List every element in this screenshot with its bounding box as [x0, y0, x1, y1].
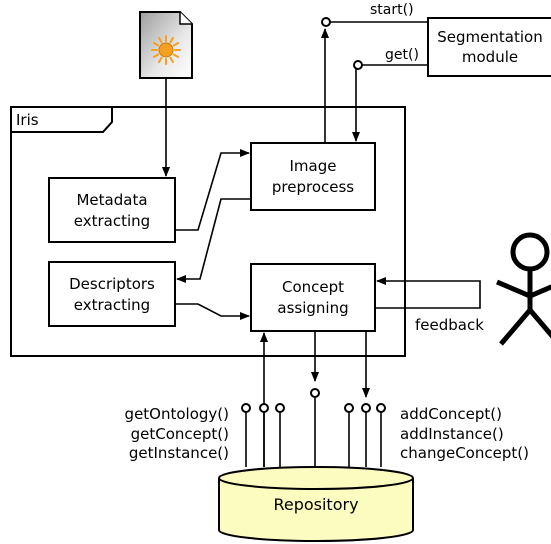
feedback-label: feedback — [415, 316, 484, 334]
sun-ray — [158, 36, 163, 44]
changeconcept-label: changeConcept() — [400, 444, 529, 462]
sun-ray — [152, 53, 160, 58]
arrow-descriptors-to-concept — [175, 303, 250, 320]
get-label: get() — [385, 47, 419, 63]
get-interface: get() — [353, 47, 428, 70]
arrow-preprocess-to-descriptors — [176, 198, 251, 283]
segmentation-label-line1: Segmentation — [437, 28, 542, 46]
iris-label: Iris — [16, 111, 39, 129]
sun-disc — [158, 42, 174, 58]
segmentation-label-line2: module — [462, 48, 518, 66]
sun-ray — [169, 56, 174, 64]
concept-assigning-box: Concept assigning — [250, 263, 376, 332]
metadata-extracting-box: Metadata extracting — [48, 177, 176, 243]
getontology-label: getOntology() — [125, 405, 229, 423]
sun-ray — [158, 56, 163, 64]
descriptors-label-line2: extracting — [74, 296, 150, 314]
sun-ray — [152, 42, 160, 47]
segmentation-module-box: Segmentation module — [427, 17, 551, 77]
image-preprocess-box: Image preprocess — [250, 142, 376, 211]
getconcept-label: getConcept() — [131, 425, 229, 443]
repository-label: Repository — [273, 495, 358, 514]
descriptors-extracting-box: Descriptors extracting — [48, 261, 176, 327]
arrow-metadata-to-preprocess — [175, 149, 250, 231]
sun-ray — [172, 53, 180, 58]
repository-cylinder: Repository — [218, 466, 414, 542]
getinstance-label: getInstance() — [129, 444, 229, 462]
sun-icon — [151, 35, 181, 65]
concept-label-line1: Concept — [282, 278, 344, 296]
feedback-loop: feedback — [375, 277, 484, 334]
image-file-icon — [139, 11, 193, 79]
start-label: start() — [370, 2, 414, 18]
repository-get-interface-labels: getOntology() getConcept() getInstance() — [125, 405, 229, 462]
repository-add-interface-labels: addConcept() addInstance() changeConcept… — [400, 405, 529, 462]
concept-label-line2: assigning — [277, 299, 348, 317]
repository-interface-ports — [241, 388, 386, 467]
sun-ray — [172, 42, 180, 47]
start-interface: start() — [321, 2, 428, 27]
sun-ray — [169, 36, 174, 44]
metadata-label-line2: extracting — [74, 212, 150, 230]
preprocess-label-line2: preprocess — [272, 178, 354, 196]
stick-figure-user-icon — [496, 232, 551, 346]
metadata-label-line1: Metadata — [76, 191, 147, 209]
addinstance-label: addInstance() — [400, 425, 504, 443]
addconcept-label: addConcept() — [400, 405, 502, 423]
preprocess-label-line1: Image — [290, 157, 337, 175]
descriptors-label-line1: Descriptors — [69, 275, 155, 293]
